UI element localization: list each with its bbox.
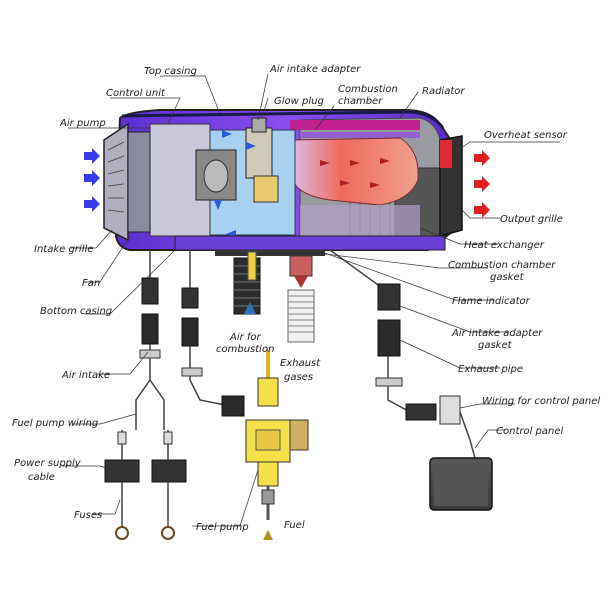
label-fuses: Fuses xyxy=(74,510,102,521)
intake-arrows xyxy=(84,148,100,212)
label-control-panel: Control panel xyxy=(496,426,564,437)
label-fan: Fan xyxy=(82,278,100,289)
label-air-intake-adapter: Air intake adapter xyxy=(269,64,361,75)
exhaust-pipe-bellows xyxy=(287,255,315,343)
label-exhaust-gases-2: gases xyxy=(284,372,313,383)
label-fuel: Fuel xyxy=(284,520,305,531)
label-power-supply-2: cable xyxy=(28,472,55,483)
label-wiring-control-panel: Wiring for control panel xyxy=(482,396,600,407)
left-connectors xyxy=(139,277,245,417)
intake-grille xyxy=(103,122,129,242)
control-panel xyxy=(429,457,493,511)
label-radiator: Radiator xyxy=(422,86,465,97)
label-fuel-pump-wiring: Fuel pump wiring xyxy=(12,418,98,429)
label-bottom-casing: Bottom casing xyxy=(40,306,112,317)
combustion-chamber xyxy=(289,137,419,206)
right-connectors xyxy=(375,283,461,425)
label-air-for-combustion-2: combustion xyxy=(216,344,274,355)
fuse-holders xyxy=(104,430,187,540)
label-air-pump: Air pump xyxy=(59,118,106,129)
label-air-for-combustion-1: Air for xyxy=(229,332,262,343)
label-heat-exchanger: Heat exchanger xyxy=(464,240,545,251)
label-air-intake: Air intake xyxy=(61,370,110,381)
label-combustion-chamber-2: chamber xyxy=(338,96,383,107)
label-glow-plug: Glow plug xyxy=(274,96,324,107)
label-output-grille: Output grille xyxy=(500,214,563,225)
label-fuel-pump: Fuel pump xyxy=(196,522,249,533)
label-intake-grille: Intake grille xyxy=(34,244,93,255)
heat-exchanger xyxy=(300,205,420,240)
fuel-pump xyxy=(245,350,309,540)
label-cc-gasket-2: gasket xyxy=(490,272,525,283)
diagram-labels: Top casing Air intake adapter Control un… xyxy=(12,64,600,533)
label-combustion-chamber-1: Combustion xyxy=(338,84,398,95)
label-control-unit: Control unit xyxy=(106,88,166,99)
fan xyxy=(127,131,151,233)
heater-body xyxy=(103,109,463,256)
flame-arrows xyxy=(320,158,390,188)
leader-lines xyxy=(62,73,560,527)
glow-plug xyxy=(245,127,273,179)
output-arrows xyxy=(474,150,490,218)
label-overheat-sensor: Overheat sensor xyxy=(484,130,568,141)
label-power-supply-1: Power supply xyxy=(14,458,82,469)
bottom-casing xyxy=(174,235,446,251)
label-aia-gasket-1: Air intake adapter xyxy=(451,328,543,339)
label-top-casing: Top casing xyxy=(144,66,197,77)
label-cc-gasket-1: Combustion chamber xyxy=(448,260,556,271)
label-flame-indicator: Flame indicator xyxy=(452,296,531,307)
label-aia-gasket-2: gasket xyxy=(478,340,513,351)
label-exhaust-gases-1: Exhaust xyxy=(280,358,321,369)
label-exhaust-pipe: Exhaust pipe xyxy=(458,364,523,375)
